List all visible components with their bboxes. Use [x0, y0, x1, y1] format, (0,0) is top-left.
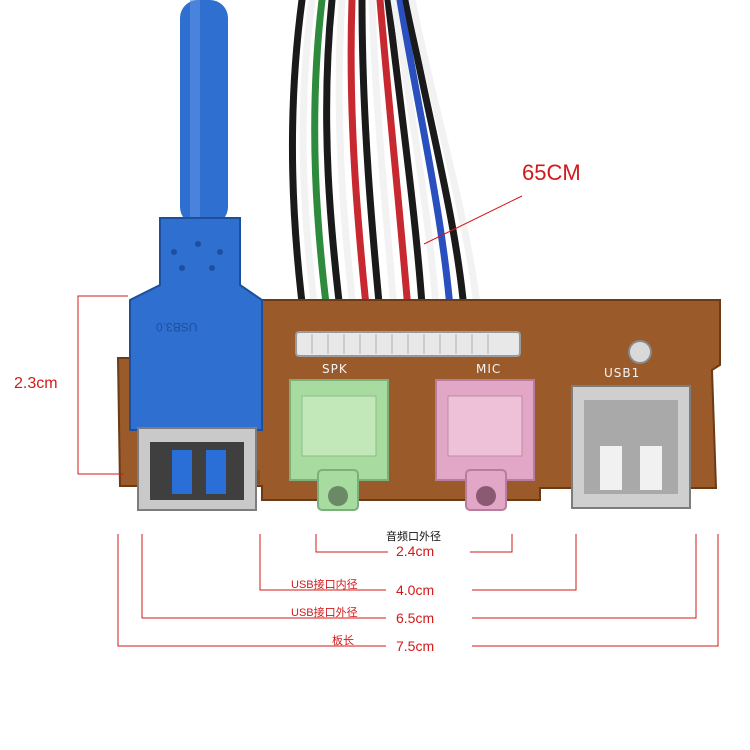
blue-usb-plug [129, 217, 263, 431]
dimension-lines [77, 195, 719, 647]
audio-outer-value: 2.4cm [396, 543, 435, 559]
mounting-hole [628, 340, 652, 364]
board-length-caption: 板长 [332, 635, 354, 647]
silkscreen-mic: MIC [476, 362, 502, 376]
blue-usb-cable [180, 0, 228, 225]
usb-inner-value: 4.0cm [396, 582, 435, 598]
board-height-label: 2.3cm [14, 375, 58, 392]
wire-bundle [288, 0, 484, 339]
usb-outer-value: 6.5cm [396, 610, 435, 626]
audio-outer-caption: 音频口外径 [386, 531, 441, 543]
silkscreen-spk: SPK [322, 362, 348, 376]
usb-inner-caption: USB接口内径 [291, 579, 358, 591]
cable-length-label: 65CM [522, 160, 581, 185]
silkscreen-usb1: USB1 [604, 366, 641, 380]
usb-outer-caption: USB接口外径 [291, 607, 358, 619]
plug-logo: USB3.0 [156, 320, 198, 334]
board-length-value: 7.5cm [396, 638, 435, 654]
